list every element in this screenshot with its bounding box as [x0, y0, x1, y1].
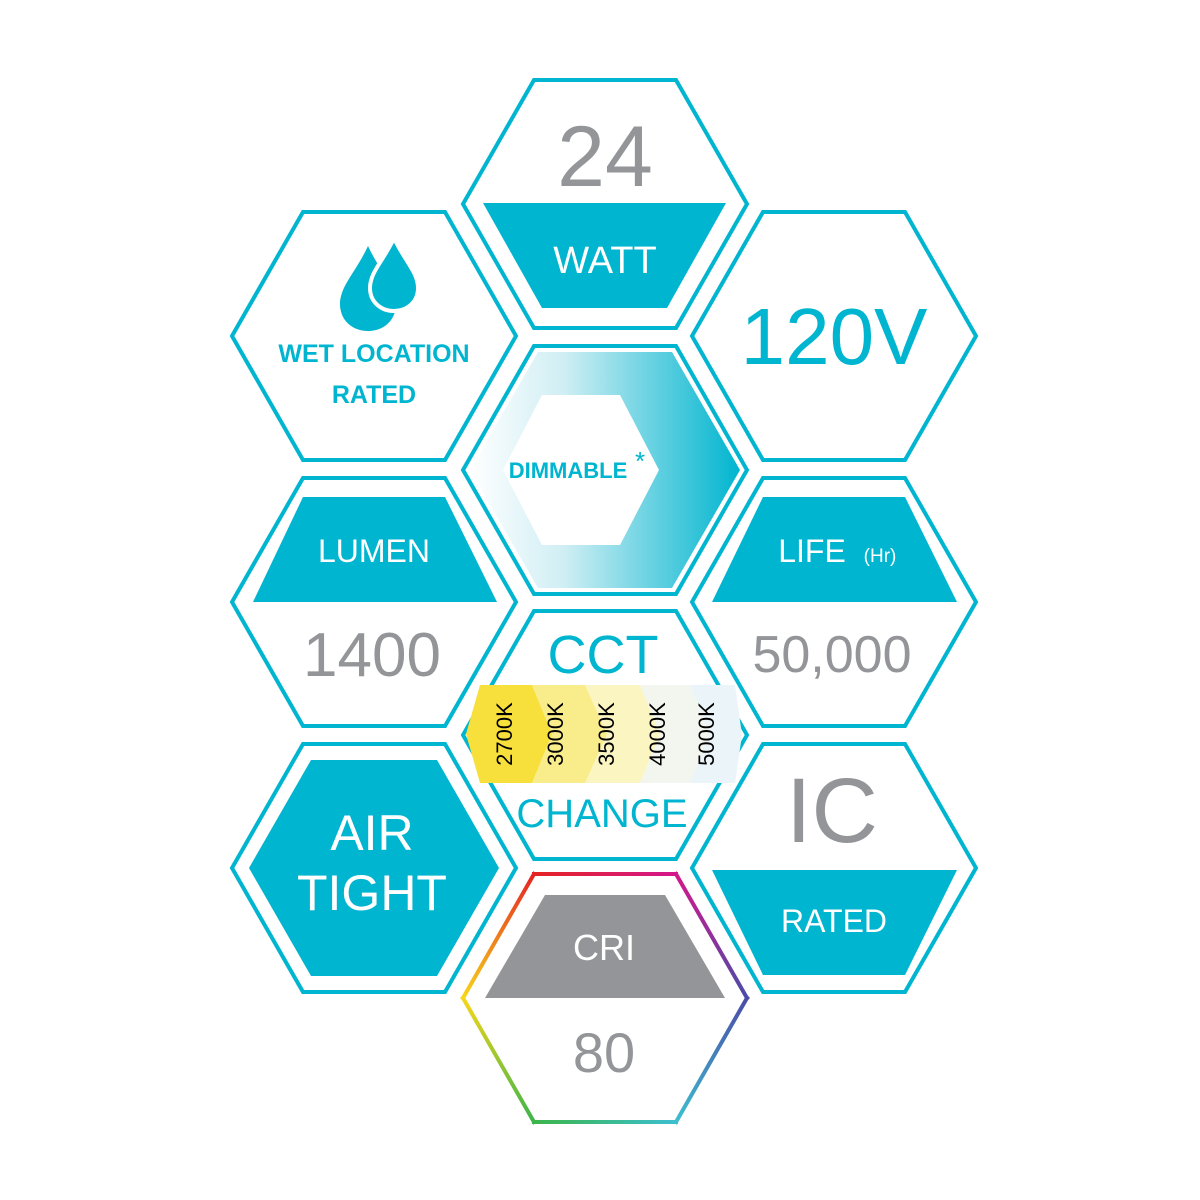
- voltage-value: 120V: [741, 292, 928, 381]
- lumen-hex: LUMEN 1400: [229, 476, 519, 728]
- cri-hex: CRI 80: [460, 871, 750, 1125]
- watt-hex: 24 WATT: [460, 78, 750, 330]
- airtight-line2: TIGHT: [297, 865, 447, 921]
- cct-option: 4000K: [645, 702, 670, 766]
- wet-line2: RATED: [332, 381, 416, 409]
- ic-hex: IC RATED: [689, 742, 979, 994]
- cct-color-band: [466, 685, 742, 783]
- airtight-hex: AIR TIGHT: [229, 742, 519, 994]
- watt-label: WATT: [553, 240, 656, 282]
- life-unit: (Hr): [864, 546, 897, 567]
- watt-value: 24: [557, 109, 653, 205]
- cct-option: 3500K: [594, 702, 619, 766]
- dimmable-hex: DIMMABLE *: [460, 344, 750, 596]
- voltage-hex: 120V: [689, 210, 979, 462]
- life-value: 50,000: [752, 626, 911, 684]
- water-drops-icon: [340, 233, 421, 331]
- cct-hex: CCT 2700K 3000K 3500K 4000K 5000K CHANGE: [460, 609, 750, 861]
- dimmable-label: DIMMABLE: [509, 458, 628, 483]
- dimmable-asterisk: *: [635, 446, 645, 476]
- lumen-value: 1400: [303, 621, 441, 690]
- life-hex: LIFE (Hr) 50,000: [689, 476, 979, 728]
- lumen-label: LUMEN: [318, 533, 430, 569]
- ic-label: RATED: [781, 903, 887, 939]
- cct-title: CCT: [548, 625, 659, 685]
- ic-value: IC: [786, 760, 878, 862]
- life-label: LIFE: [778, 533, 846, 569]
- wet-location-hex: WET LOCATION RATED: [229, 210, 519, 462]
- cct-option: 5000K: [694, 702, 719, 766]
- cct-subtitle: CHANGE: [516, 792, 687, 836]
- airtight-line1: AIR: [330, 805, 413, 861]
- cct-option: 3000K: [543, 702, 568, 766]
- cri-value: 80: [573, 1021, 635, 1084]
- rainbow-outline: [460, 871, 750, 1125]
- watt-banner: [483, 203, 726, 308]
- wet-line1: WET LOCATION: [278, 340, 469, 368]
- cri-label: CRI: [573, 927, 635, 968]
- cct-option: 2700K: [492, 702, 517, 766]
